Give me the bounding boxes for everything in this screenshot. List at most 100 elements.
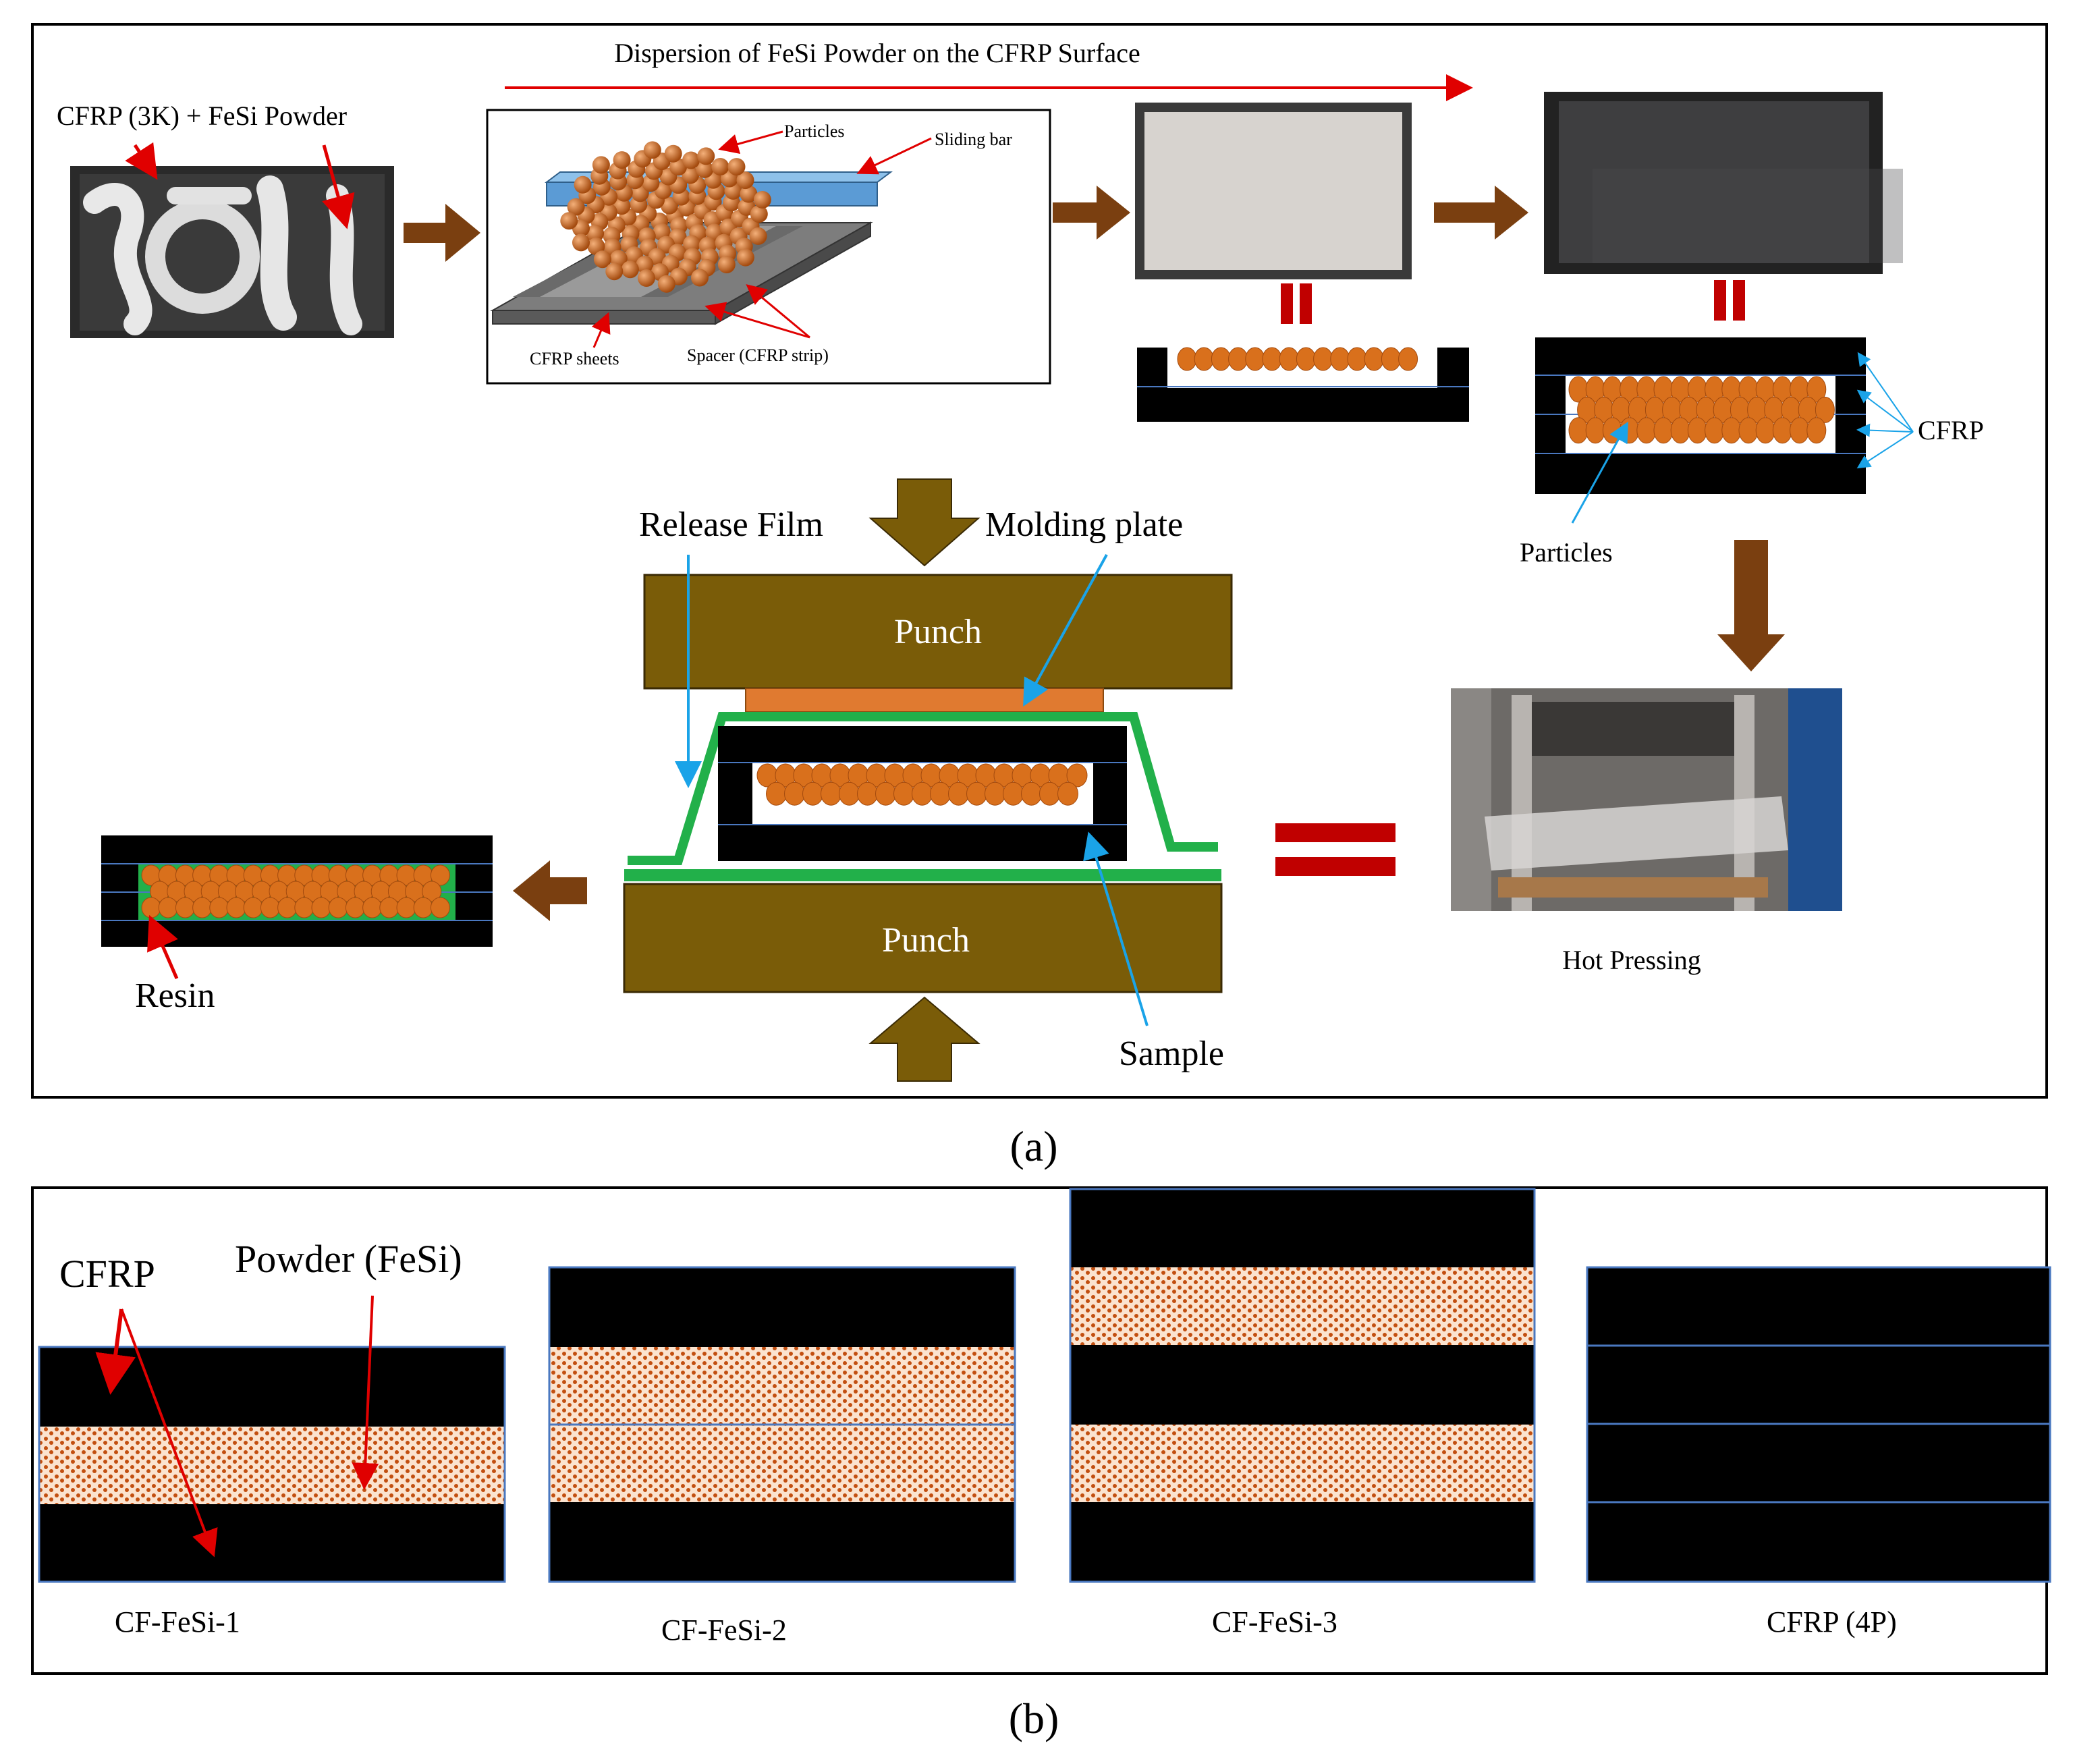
process-arrow-1 — [404, 204, 480, 262]
particle — [1194, 347, 1214, 371]
press-sample — [718, 726, 1127, 861]
photo-arrow-1 — [125, 142, 158, 180]
particle — [1806, 376, 1827, 403]
particle — [750, 205, 768, 223]
panel-a-frame — [31, 23, 2048, 1099]
bottom-plate-film — [624, 869, 1221, 881]
powder-label-b: Powder (FeSi) — [235, 1237, 462, 1281]
caption-a: (a) — [1010, 1122, 1057, 1170]
particle — [226, 897, 246, 918]
release-film-label: Release Film — [639, 505, 823, 544]
particle — [912, 781, 933, 806]
schematic-spacer-label: Spacer (CFRP strip) — [687, 346, 829, 365]
particle — [1806, 417, 1827, 444]
particle — [587, 238, 605, 255]
particle — [294, 897, 314, 918]
particle — [1398, 347, 1418, 371]
particle — [736, 171, 754, 190]
press-arrow-down — [868, 478, 980, 567]
particle — [1364, 347, 1384, 371]
photo-label: CFRP (3K) + FeSi Powder — [57, 101, 347, 131]
particle — [613, 197, 631, 215]
release-film — [628, 712, 1218, 865]
particle — [1636, 417, 1657, 444]
particle — [560, 212, 578, 230]
punch-bottom-label: Punch — [882, 921, 970, 960]
particle — [727, 158, 746, 176]
process-arrow-5 — [513, 860, 587, 921]
particle — [683, 235, 701, 253]
particle — [1347, 347, 1367, 371]
particle — [328, 897, 348, 918]
particle — [1003, 781, 1024, 806]
particle — [766, 781, 787, 806]
particle — [638, 269, 655, 287]
sample-label-2: CF-FeSi-2 — [661, 1614, 787, 1647]
cfrp-label-b: CFRP — [59, 1252, 155, 1296]
particle — [657, 275, 675, 293]
cured-sheet-photo — [1544, 92, 1903, 274]
particles-label-a: Particles — [1520, 537, 1613, 568]
schematic-particles-label: Particles — [784, 121, 845, 141]
particle — [753, 191, 771, 209]
particle — [1568, 417, 1588, 444]
particle — [1228, 347, 1248, 371]
sample-label: Sample — [1119, 1035, 1224, 1073]
particle — [839, 781, 860, 806]
particle — [243, 897, 263, 918]
particle — [893, 781, 914, 806]
particle — [682, 151, 700, 169]
particle — [1670, 417, 1690, 444]
molding-plate — [745, 688, 1104, 713]
particle — [1585, 417, 1605, 444]
particle — [948, 781, 969, 806]
particle — [802, 781, 823, 806]
particle — [567, 198, 585, 216]
particle — [621, 260, 639, 279]
particle — [784, 781, 805, 806]
particle — [697, 147, 715, 165]
particle — [586, 224, 605, 242]
process-arrow-3 — [1434, 186, 1528, 240]
particle — [875, 781, 896, 806]
particle — [717, 256, 736, 273]
particle — [1330, 347, 1350, 371]
particle — [1815, 396, 1835, 423]
resin-label: Resin — [135, 976, 215, 1015]
particle — [691, 269, 709, 287]
process-arrow-2 — [1053, 186, 1130, 240]
sample-cf-fesi-2 — [548, 1266, 1016, 1583]
particle — [664, 144, 682, 163]
particle — [430, 864, 450, 886]
resin-sample — [101, 835, 493, 947]
powder-sheet-photo — [1135, 103, 1412, 279]
caption-b: (b) — [1009, 1694, 1059, 1742]
particle — [593, 250, 611, 269]
particle — [966, 781, 987, 806]
particle — [1790, 417, 1810, 444]
particle — [277, 897, 298, 918]
punch-top-label: Punch — [894, 613, 982, 651]
particle — [1066, 763, 1088, 788]
particle — [260, 897, 280, 918]
particle — [1177, 347, 1197, 371]
particle — [740, 185, 758, 203]
particle — [1313, 347, 1333, 371]
particle — [636, 256, 654, 274]
dispersion-schematic: Particles Sliding bar CFRP sheets Spacer… — [486, 109, 1051, 385]
particle — [1262, 347, 1282, 371]
particle — [857, 781, 878, 806]
particle — [821, 781, 841, 806]
particle — [1021, 781, 1042, 806]
sample-cf-fesi-3 — [1069, 1188, 1536, 1583]
particle — [430, 897, 450, 918]
particle — [175, 897, 195, 918]
particle-cloud — [560, 141, 771, 293]
particle — [1057, 781, 1078, 806]
particle — [1772, 417, 1792, 444]
particle — [192, 897, 213, 918]
sample-label-1: CF-FeSi-1 — [115, 1605, 240, 1638]
particle — [574, 175, 592, 194]
particle — [613, 151, 631, 169]
particle — [158, 897, 178, 918]
